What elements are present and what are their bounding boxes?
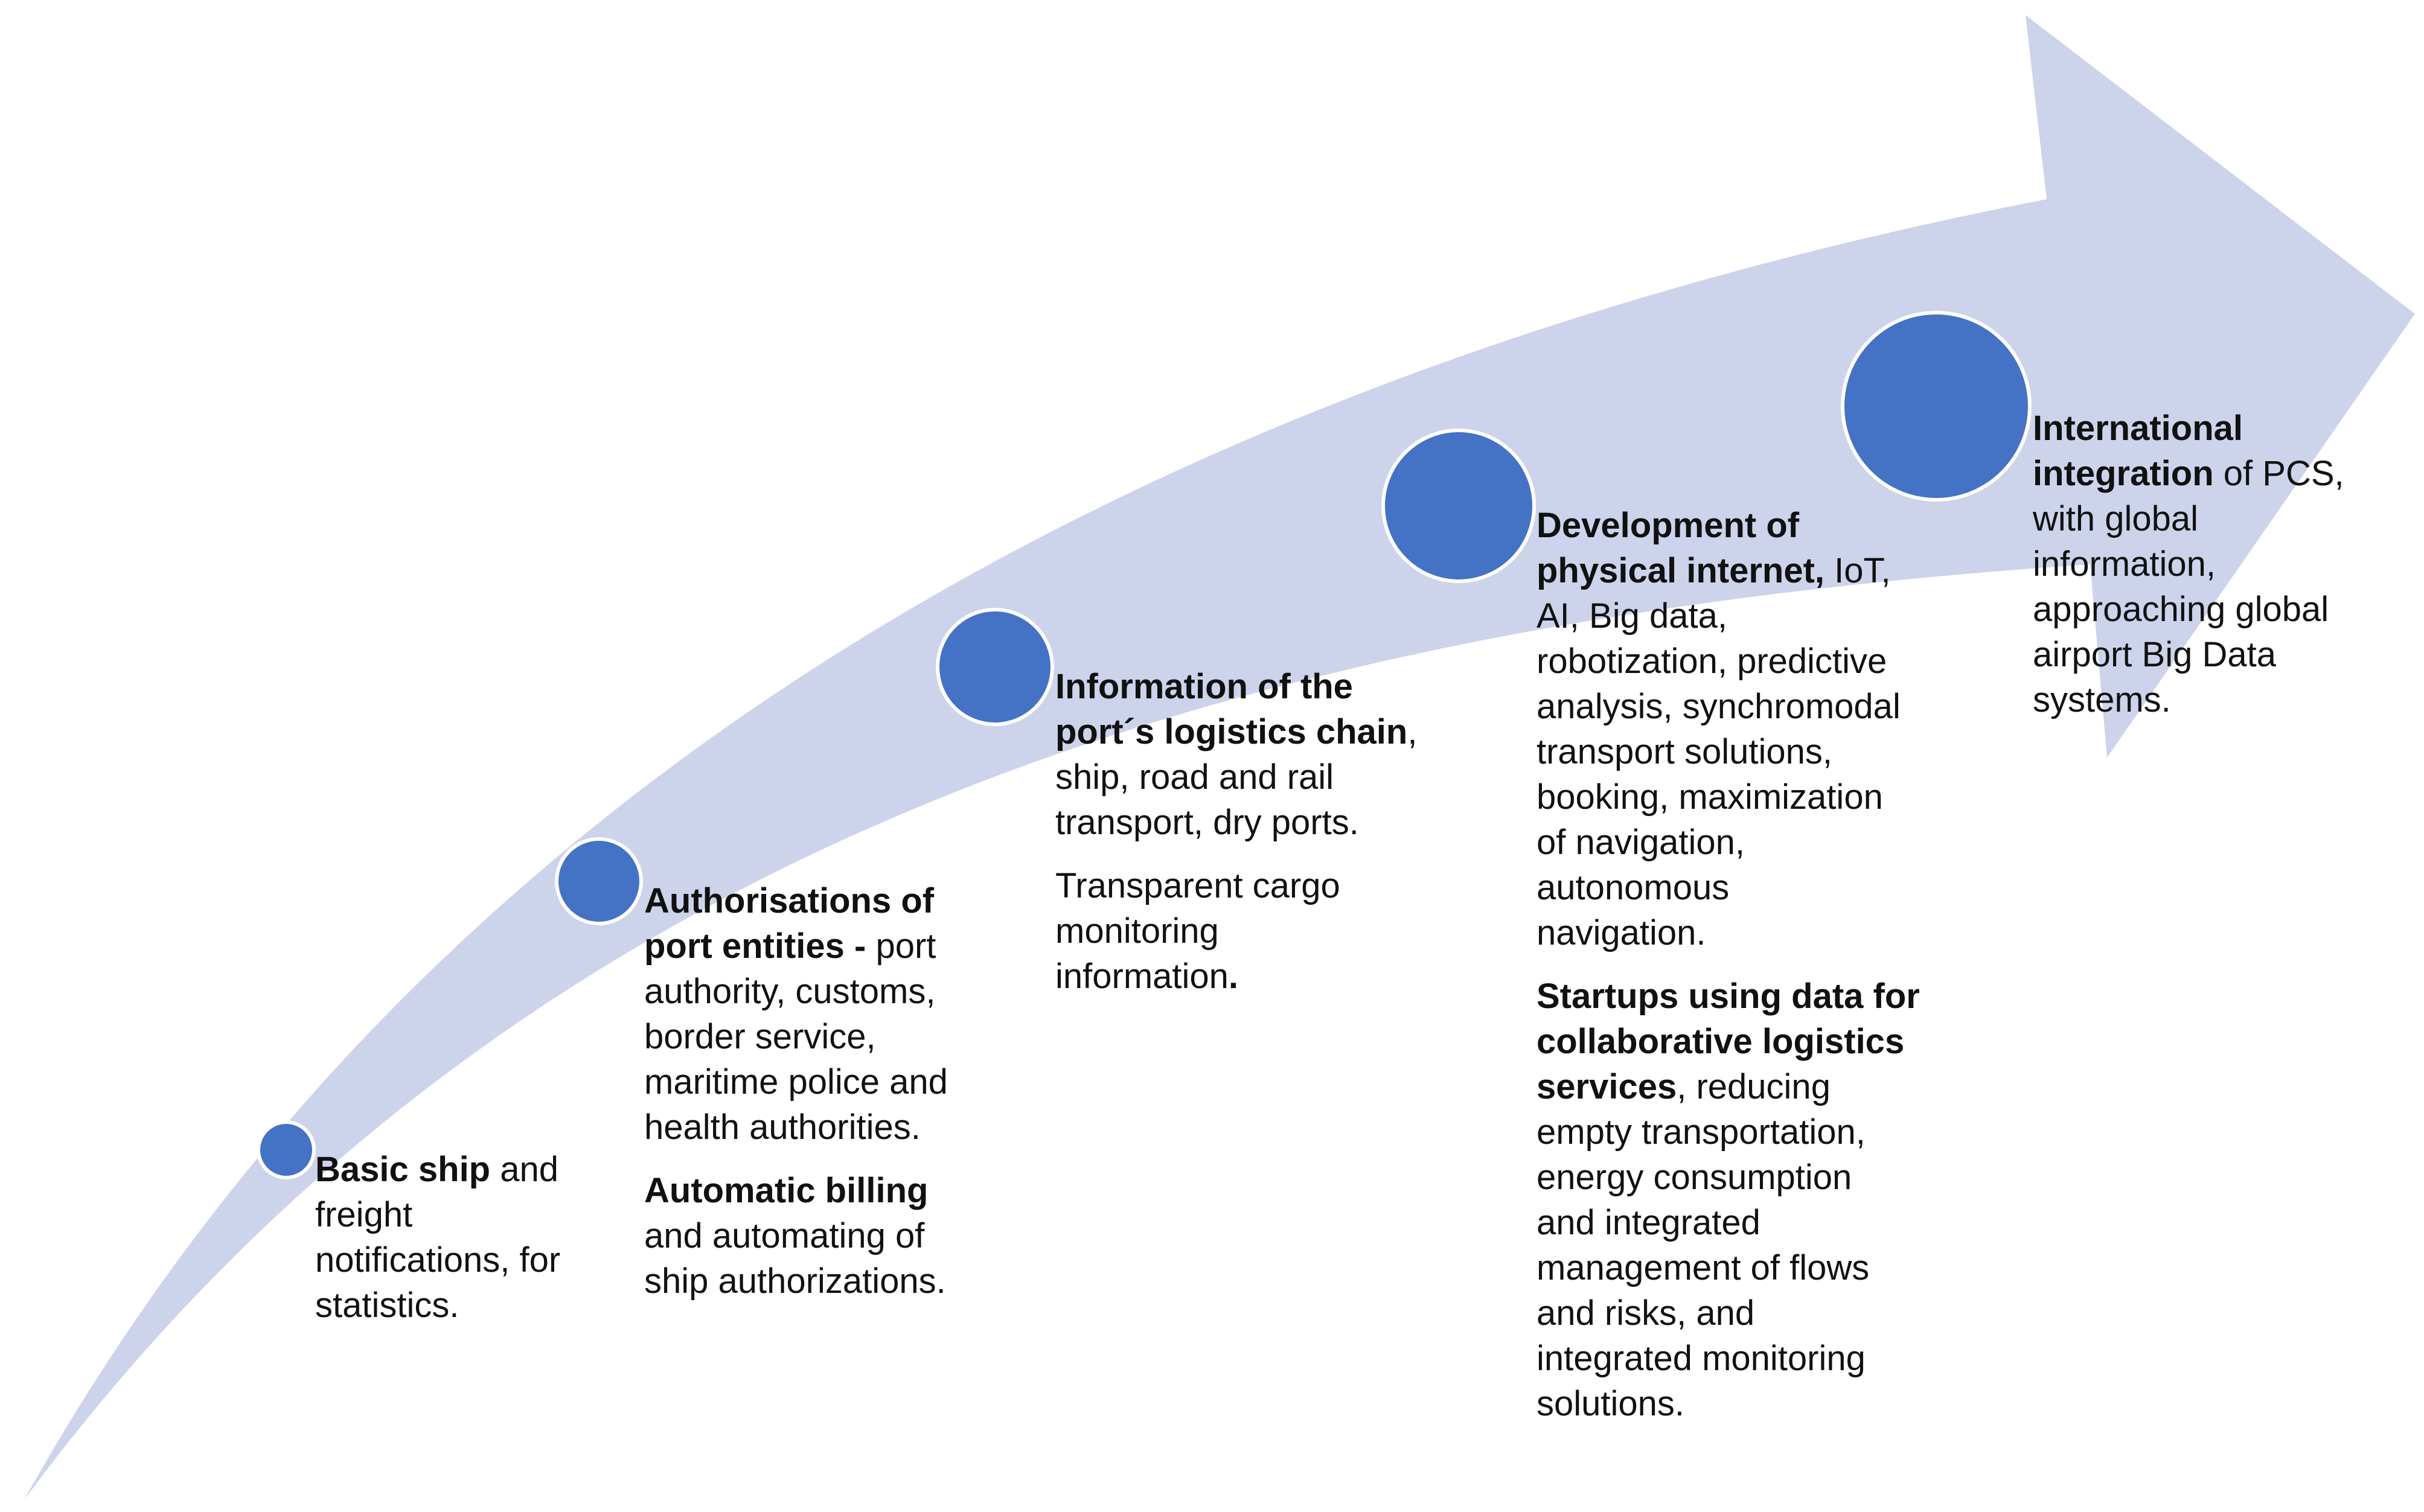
bold-text-run: International	[2033, 409, 2243, 448]
stage-3-paragraph: Transparent cargo monitoring information.	[1055, 863, 1417, 999]
stage-4-marker	[1381, 429, 1536, 583]
bold-text-run: port´s logistics chain	[1055, 712, 1408, 751]
stage-5-marker	[1841, 311, 2032, 502]
text-run: energy consumption	[1537, 1158, 1852, 1197]
text-run: statistics.	[315, 1286, 459, 1325]
bold-text-run: collaborative logistics	[1537, 1022, 1905, 1061]
text-run: notifications, for	[315, 1240, 561, 1280]
bold-text-run: Development of	[1537, 506, 1800, 545]
bold-text-run: integration	[2033, 454, 2214, 493]
bold-text-run: services	[1537, 1067, 1677, 1106]
text-run: monitoring	[1055, 911, 1219, 951]
stage-4-description: Development of physical internet, IoT, AI,…	[1537, 503, 1920, 1426]
text-run: transport, dry ports.	[1055, 803, 1359, 842]
bold-text-run: physical internet,	[1537, 551, 1825, 590]
text-run: IoT,	[1824, 551, 1891, 590]
text-run: maritime police and	[644, 1062, 948, 1102]
stage-2-paragraph: Automatic billing and automating of ship a…	[644, 1168, 948, 1304]
text-run: health authorities.	[644, 1108, 921, 1147]
stage-1-description: Basic ship and freight notifications, for s…	[315, 1147, 560, 1328]
text-run: Transparent cargo	[1055, 866, 1340, 905]
stage-markers	[257, 311, 2032, 1179]
text-run: integrated monitoring	[1537, 1339, 1866, 1378]
text-run: and risks, and	[1537, 1293, 1755, 1333]
text-run: robotization, predictive	[1537, 642, 1887, 681]
stage-5-description: International integration of PCS, with glo…	[2033, 406, 2344, 723]
text-run: information,	[2033, 544, 2216, 584]
stage-2-marker	[555, 837, 643, 925]
bold-text-run: port entities -	[644, 927, 876, 966]
text-run: ship authorizations.	[644, 1262, 946, 1301]
bold-text-run: Basic ship	[315, 1150, 491, 1189]
text-run: autonomous	[1537, 868, 1730, 907]
text-run: AI, Big data,	[1537, 596, 1727, 636]
text-run: approaching global	[2033, 590, 2329, 629]
stage-3-description: Information of the port´s logistics chain…	[1055, 664, 1417, 999]
text-run: ,	[1407, 712, 1418, 751]
text-run: information	[1055, 957, 1229, 996]
text-run: ship, road and rail	[1055, 758, 1334, 797]
text-run: of PCS,	[2213, 454, 2344, 493]
stage-3-marker	[936, 608, 1054, 726]
stage-2-paragraph: Authorisations of port entities - port aut…	[644, 878, 948, 1150]
text-run: solutions.	[1537, 1384, 1685, 1423]
bold-text-run: .	[1228, 957, 1239, 996]
text-run: booking, maximization	[1537, 777, 1883, 817]
text-run: of navigation,	[1537, 823, 1745, 862]
stage-2-description: Authorisations of port entities - port aut…	[644, 878, 948, 1304]
text-run: and	[490, 1150, 559, 1189]
bold-text-run: Information of the	[1055, 667, 1353, 706]
text-run: airport Big Data	[2033, 635, 2276, 674]
text-run: transport solutions,	[1537, 732, 1833, 771]
text-run: analysis, synchromodal	[1537, 687, 1901, 726]
stage-4-paragraph: Startups using data for collaborative log…	[1537, 974, 1920, 1426]
text-run: empty transportation,	[1537, 1112, 1866, 1152]
bold-text-run: Automatic billing	[644, 1171, 929, 1210]
text-run: authority, customs,	[644, 972, 936, 1011]
stage-5-paragraph: International integration of PCS, with glo…	[2033, 406, 2344, 723]
text-run: navigation.	[1537, 913, 1706, 952]
text-run: and automating of	[644, 1216, 925, 1255]
text-run: port	[875, 927, 936, 966]
growth-arrow	[24, 15, 2415, 1500]
text-run: border service,	[644, 1017, 876, 1056]
stage-1-paragraph: Basic ship and freight notifications, for s…	[315, 1147, 560, 1328]
bold-text-run: Authorisations of	[644, 881, 935, 920]
text-run: freight	[315, 1195, 413, 1234]
text-run: systems.	[2033, 680, 2171, 719]
stage-4-paragraph: Development of physical internet, IoT, AI,…	[1537, 503, 1920, 955]
text-run: and integrated	[1537, 1203, 1760, 1242]
stage-3-paragraph: Information of the port´s logistics chain…	[1055, 664, 1417, 845]
text-run: , reducing	[1677, 1067, 1831, 1106]
stage-1-marker	[257, 1120, 316, 1179]
text-run: with global	[2033, 499, 2199, 538]
bold-text-run: Startups using data for	[1537, 977, 1920, 1016]
text-run: management of flows	[1537, 1248, 1870, 1287]
